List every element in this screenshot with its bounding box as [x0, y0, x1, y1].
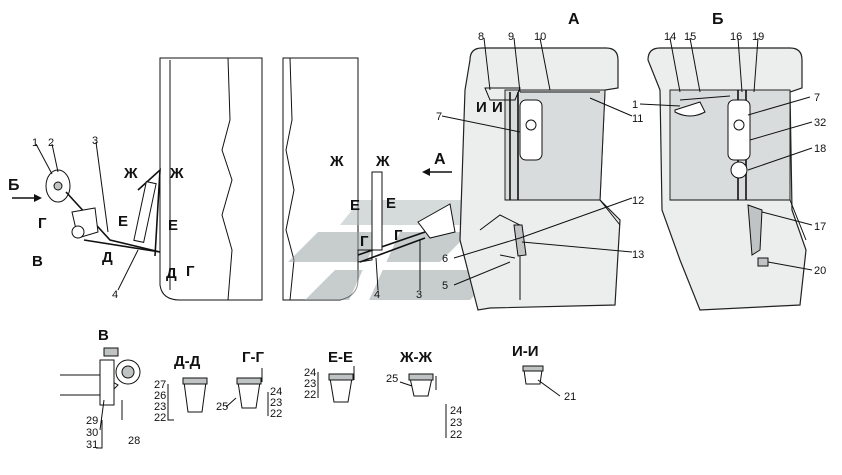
callout-9: 9 [508, 31, 514, 43]
section-dd-detail [182, 377, 208, 413]
section-zhzh-detail [408, 373, 437, 397]
cut-mark-g-2: Г [186, 263, 195, 280]
cut-mark-zh-2: Ж [169, 165, 184, 182]
callout-22b: 22 [270, 408, 282, 420]
cut-mark-e-4: Е [386, 195, 396, 212]
door-left-view [159, 57, 263, 301]
cut-mark-d-1: Д [102, 249, 113, 266]
callout-8: 8 [478, 31, 484, 43]
callout-1: 1 [32, 137, 38, 149]
callout-25b: 25 [386, 373, 398, 385]
callout-22d: 22 [450, 429, 462, 441]
section-v-detail [60, 347, 141, 406]
callout-25a: 25 [216, 401, 228, 413]
section-ii-detail [522, 365, 544, 385]
callout-24c: 24 [304, 367, 316, 379]
callout-16: 16 [730, 31, 742, 43]
section-ee-title: Е-Е [328, 349, 353, 366]
callout-11: 11 [632, 113, 643, 125]
mirror-arm-rod [133, 181, 157, 243]
callout-3b: 3 [416, 289, 422, 301]
cut-mark-g-3: Г [360, 233, 369, 250]
cut-mark-e-2: Е [168, 217, 178, 234]
cut-mark-i-1: И [476, 99, 487, 116]
callout-24d: 24 [450, 405, 462, 417]
callout-12: 12 [632, 195, 644, 207]
callout-22a: 22 [154, 412, 166, 424]
callout-4: 4 [112, 289, 118, 301]
cut-mark-g-1: Г [38, 215, 47, 232]
callout-brackets [96, 372, 447, 449]
callout-13: 13 [632, 249, 644, 261]
cut-mark-e-1: Е [118, 213, 128, 230]
mirror-flat-head [417, 203, 456, 239]
callout-20: 20 [814, 265, 826, 277]
view-a-cab [459, 47, 621, 311]
callout-32: 32 [814, 117, 826, 129]
callout-4b: 4 [374, 289, 380, 301]
cut-mark-i-2: И [492, 99, 503, 116]
cut-mark-zh-1: Ж [123, 165, 138, 182]
right-mirror-assembly [357, 171, 456, 263]
view-b-label: Б [712, 11, 724, 28]
callout-17: 17 [814, 221, 826, 233]
callout-14: 14 [664, 31, 676, 43]
section-gg-detail [236, 368, 263, 409]
callout-18: 18 [814, 143, 826, 155]
section-dd-title: Д-Д [174, 353, 201, 370]
callout-7b: 7 [814, 92, 820, 104]
callout-23b: 23 [270, 397, 282, 409]
callout-22c: 22 [304, 389, 316, 401]
callout-23d: 23 [450, 417, 462, 429]
callout-24b: 24 [270, 386, 282, 398]
left-mirror-assembly [45, 168, 161, 257]
callout-2: 2 [48, 137, 54, 149]
section-ee-detail [328, 366, 355, 403]
cut-mark-v: В [32, 253, 43, 270]
callout-5: 5 [442, 280, 448, 292]
callout-10: 10 [534, 31, 546, 43]
cut-mark-g-4: Г [394, 227, 403, 244]
arrow-b-label: Б [8, 177, 20, 194]
direction-arrow-a [422, 168, 452, 176]
mirror-support-rod [371, 171, 383, 251]
direction-arrow-b [12, 194, 42, 202]
callout-31: 31 [86, 439, 98, 451]
callout-26: 26 [154, 390, 166, 402]
cut-mark-d-2: Д [166, 265, 177, 282]
section-gg-title: Г-Г [242, 349, 264, 366]
cut-mark-zh-4: Ж [375, 153, 390, 170]
leader-lines [35, 37, 813, 431]
callout-23c: 23 [304, 378, 316, 390]
section-zhzh-title: Ж-Ж [399, 349, 433, 366]
view-a-label: А [568, 11, 580, 28]
callout-27: 27 [154, 379, 166, 391]
callout-29: 29 [86, 415, 98, 427]
callout-21: 21 [564, 391, 576, 403]
callout-30: 30 [86, 427, 98, 439]
mirror-b-lower [730, 161, 748, 179]
sun-visor-mirror [674, 101, 706, 117]
callout-28: 28 [128, 435, 140, 447]
door-right-view [282, 57, 359, 301]
cut-mark-zh-3: Ж [329, 153, 344, 170]
cut-mark-e-3: Е [350, 197, 360, 214]
callout-3: 3 [92, 135, 98, 147]
callout-6: 6 [442, 253, 448, 265]
arrow-a-label: А [434, 151, 446, 168]
callout-23a: 23 [154, 401, 166, 413]
callout-1b: 1 [632, 99, 638, 111]
callout-7: 7 [436, 111, 442, 123]
section-v-title: В [98, 327, 109, 344]
section-ii-title: И-И [512, 343, 539, 360]
view-b-cab [647, 47, 807, 311]
callout-19: 19 [752, 31, 764, 43]
callout-15: 15 [684, 31, 696, 43]
